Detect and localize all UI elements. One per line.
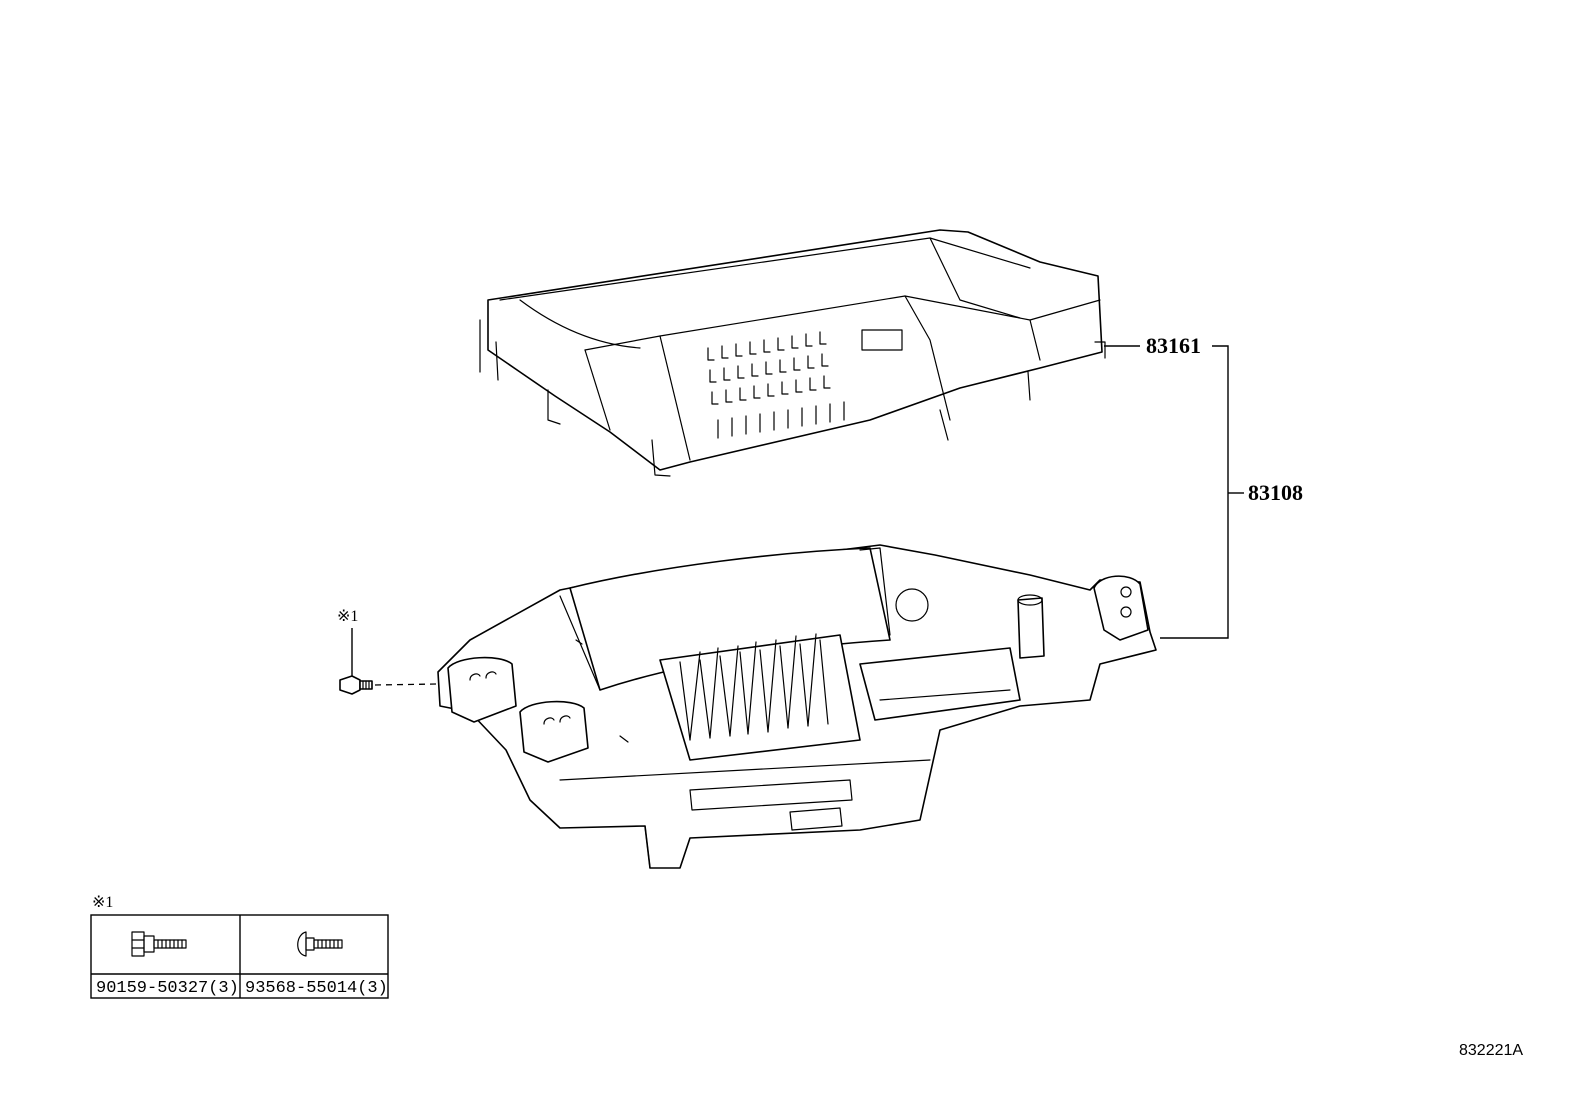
callout-83161: 83161 (1146, 333, 1201, 358)
bolt-part (339, 675, 373, 695)
table-note-marker: ※1 (92, 894, 113, 911)
bolt-note-marker: ※1 (337, 608, 358, 625)
flange-bolt-icon (131, 931, 187, 957)
part-number-cell-1: 90159-50327(3) (96, 979, 239, 998)
fastener-table: 90159-50327(3) 93568-55014(3) (90, 914, 389, 999)
bracket-line-83108 (1160, 345, 1229, 639)
lower-case-part (437, 544, 1157, 869)
part-number-cell-2: 93568-55014(3) (245, 979, 388, 998)
pan-head-screw-icon (297, 931, 343, 957)
install-path-line (374, 683, 439, 686)
callout-83108: 83108 (1248, 480, 1303, 505)
upper-cover-part (479, 229, 1106, 477)
illustration-code: 832221A (1459, 1042, 1523, 1059)
